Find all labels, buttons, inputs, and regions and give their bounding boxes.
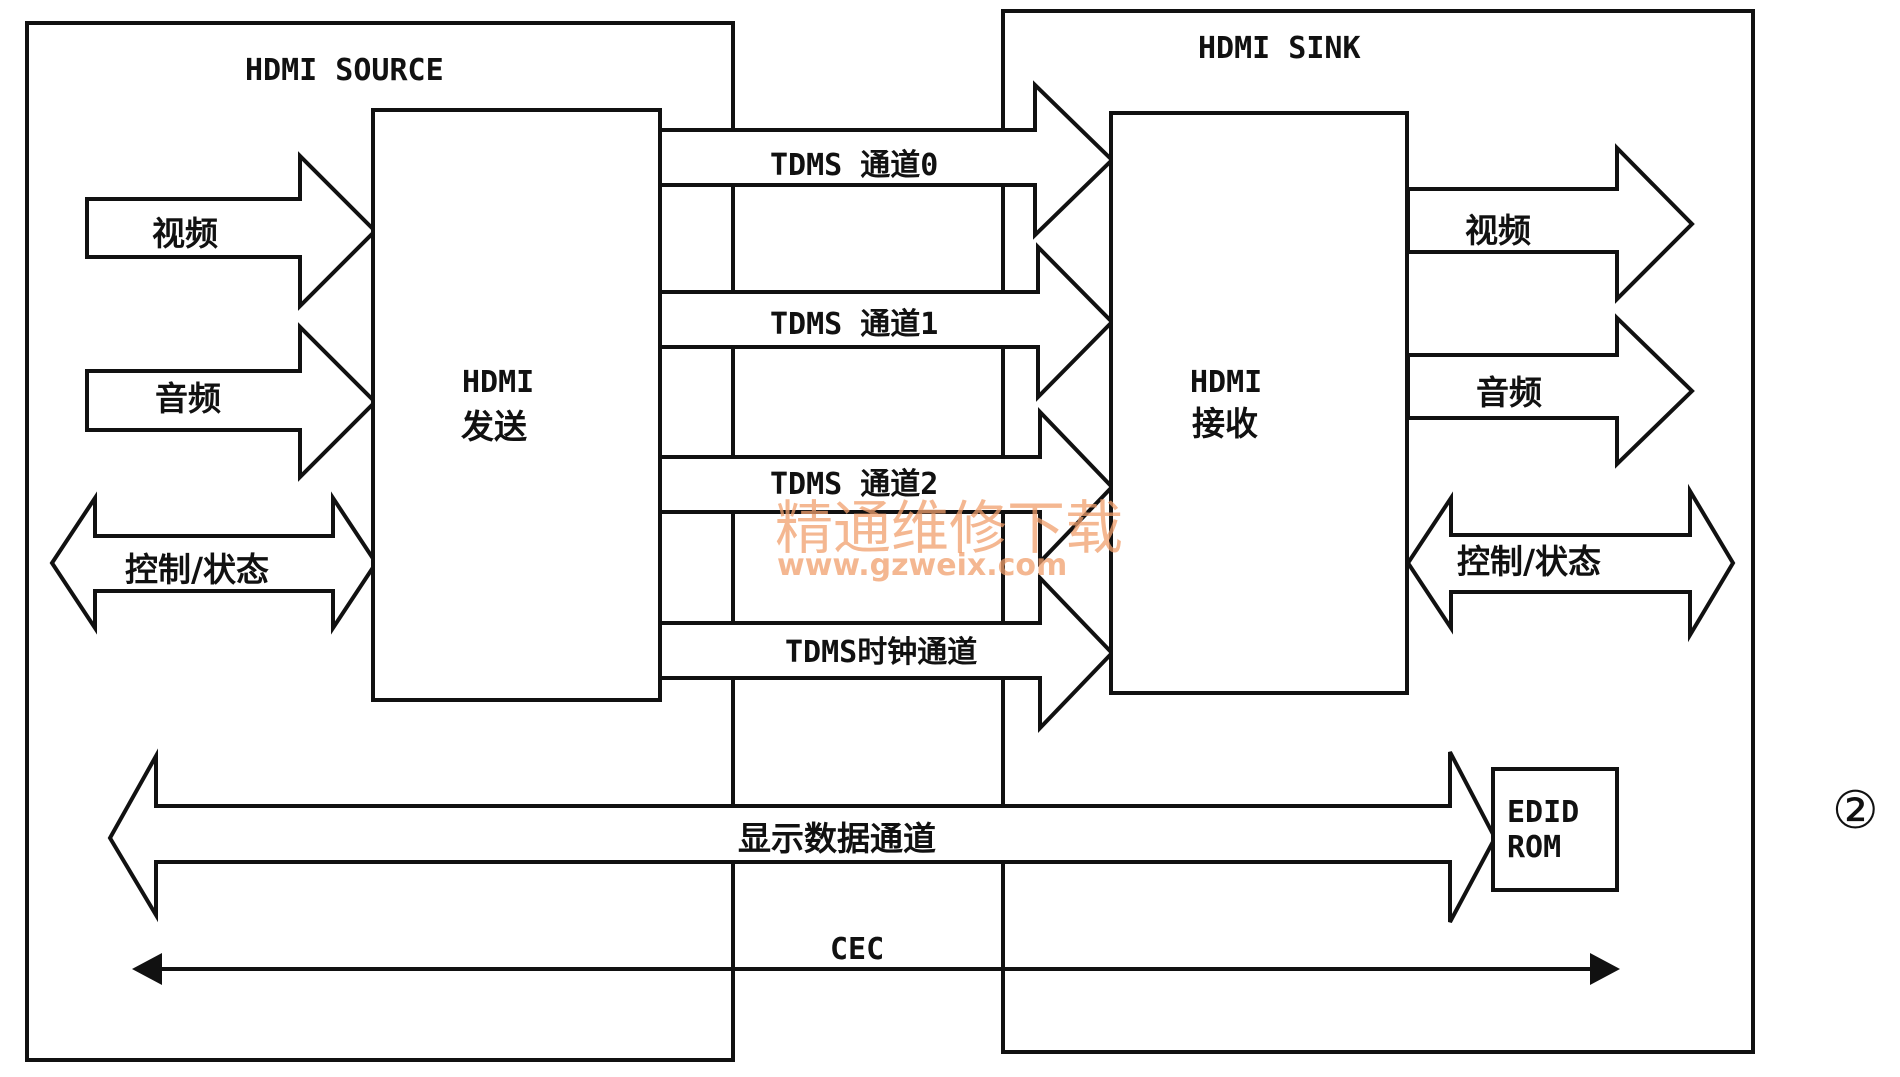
watermark-url: www.gzweix.com xyxy=(777,548,1067,583)
figure-number: ② xyxy=(1832,781,1879,841)
sink-control-arrow xyxy=(1405,483,1736,643)
sink-control-label: 控制/状态 xyxy=(1457,542,1601,581)
sink-frame xyxy=(1001,9,1755,1054)
transmitter-label-line2: 发送 xyxy=(461,407,527,446)
hdmi-receiver-box xyxy=(1109,111,1409,695)
tdms2-arrow xyxy=(658,407,1115,567)
sink-audio-label: 音频 xyxy=(1476,373,1542,412)
source-video-label: 视频 xyxy=(152,214,218,253)
source-frame xyxy=(25,21,735,1062)
sink-video-arrow xyxy=(1406,143,1695,304)
sink-video-label: 视频 xyxy=(1465,211,1531,250)
cec-right-arrowhead xyxy=(1590,953,1620,985)
cec-label: CEC xyxy=(830,932,884,967)
tdms1-label: TDMS 通道1 xyxy=(770,307,938,342)
sink-audio-arrow xyxy=(1406,313,1695,469)
tdms0-arrow xyxy=(658,80,1115,240)
source-title: HDMI SOURCE xyxy=(245,53,444,88)
tdms1-arrow xyxy=(658,242,1115,402)
clock-label: TDMS时钟通道 xyxy=(785,635,977,670)
clock-arrow xyxy=(658,573,1115,733)
ddc-label: 显示数据通道 xyxy=(738,819,936,858)
cec-left-arrowhead xyxy=(132,953,162,985)
edid-rom-box xyxy=(1491,767,1619,892)
source-control-label: 控制/状态 xyxy=(125,550,269,589)
watermark-title: 精通维修下载 xyxy=(775,494,1123,562)
transmitter-label-line1: HDMI xyxy=(462,365,534,400)
tdms2-label: TDMS 通道2 xyxy=(770,467,938,502)
source-video-arrow xyxy=(85,151,378,311)
receiver-label-line1: HDMI xyxy=(1190,365,1262,400)
edid-label-line2: ROM xyxy=(1507,830,1561,865)
receiver-label-line2: 接收 xyxy=(1192,404,1258,443)
sink-title: HDMI SINK xyxy=(1198,31,1361,66)
edid-label-line1: EDID xyxy=(1507,795,1579,830)
source-audio-arrow xyxy=(85,322,378,482)
tdms0-label: TDMS 通道0 xyxy=(770,148,938,183)
hdmi-transmitter-box xyxy=(371,108,662,702)
source-audio-label: 音频 xyxy=(155,379,221,418)
